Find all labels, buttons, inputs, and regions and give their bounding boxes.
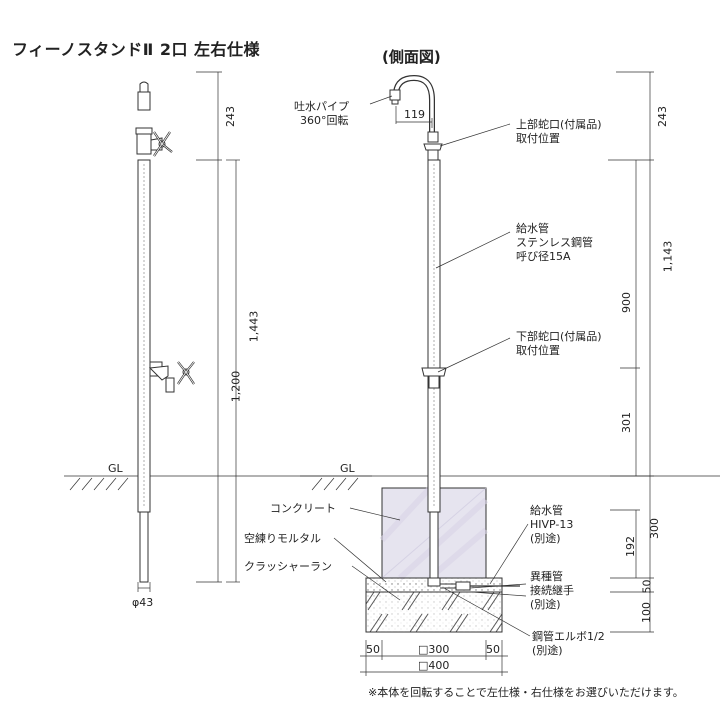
concrete-label: コンクリート (270, 502, 336, 515)
side-view (300, 71, 720, 676)
front-dim-243: 243 (224, 106, 237, 127)
side-dim-243: 243 (656, 106, 669, 127)
soil-hatch-right (311, 477, 359, 491)
leader-hivp (489, 523, 529, 585)
side-dim-900: 900 (620, 292, 633, 313)
supply-pipe-label-2: ステンレス鋼管 (516, 236, 593, 249)
leader-crusher (351, 565, 401, 601)
leader-supply-pipe (435, 231, 511, 269)
leader-spout (369, 95, 393, 105)
leader-mortar (333, 537, 387, 583)
front-dim-1443: 1,443 (247, 310, 261, 343)
lower-tap-label-1: 下部蛇口(付属品) (516, 330, 602, 343)
front-top-cap (139, 81, 149, 93)
gl-label-right: GL (340, 462, 355, 475)
hivp-label-2: HIVP-13 (530, 518, 574, 531)
front-spout-base (137, 91, 151, 111)
upper-tap-label-2: 取付位置 (516, 132, 560, 145)
spout-label-1: 吐水パイプ (294, 100, 349, 113)
leader-elbow (443, 587, 531, 637)
elbow-fitting (427, 577, 441, 587)
crusher-run-label: クラッシャーラン (244, 560, 332, 573)
rotation-note: ※本体を回転することで左仕様・右仕様をお選びいただけます。 (368, 686, 684, 699)
leader-concrete (349, 507, 401, 521)
width-dim-300: □300 (418, 643, 450, 656)
front-view (64, 71, 372, 592)
supply-pipe-label-1: 給水管 (516, 222, 549, 235)
lower-tap-label-2: 取付位置 (516, 344, 560, 357)
side-underground-pipe (429, 511, 439, 579)
leader-lower-tap (437, 337, 511, 373)
leader-upper-tap (439, 123, 511, 147)
page-title: フィーノスタンドⅡ 2口 左右仕様 (12, 40, 261, 59)
side-view-title: (側面図) (382, 48, 441, 66)
supply-pipe-label-3: 呼び径15A (516, 250, 571, 263)
width-dim-400: □400 (418, 659, 450, 672)
side-dim-300: 300 (648, 518, 661, 539)
side-dim-100: 100 (640, 602, 653, 623)
spout-label-2: 360°回転 (300, 114, 349, 127)
front-underground-pipe (139, 511, 149, 583)
side-dim-119: 119 (404, 108, 425, 121)
hivp-label-3: (別途) (530, 532, 561, 545)
width-dim-50-right: 50 (486, 643, 500, 656)
hivp-label-1: 給水管 (530, 504, 563, 517)
elbow-label-1: 鋼管エルボ1/2 (532, 630, 605, 643)
elbow-label-2: (別途) (532, 644, 563, 657)
front-dim-1200: 1,200 (229, 370, 243, 403)
side-spout-nozzle (389, 89, 401, 101)
joint-fitting (455, 581, 471, 591)
side-lower-tap (421, 367, 447, 377)
side-dim-301: 301 (620, 412, 633, 433)
side-dim-192: 192 (624, 536, 637, 557)
mortar-label: 空練りモルタル (244, 532, 321, 545)
leader-joint (469, 583, 527, 589)
front-upper-tap-body (136, 133, 152, 155)
side-upper-tap (423, 143, 443, 151)
side-spout-pipe (393, 74, 435, 132)
joint-label-3: (別途) (530, 598, 561, 611)
joint-label-2: 接続継手 (530, 584, 574, 597)
soil-hatch-left (69, 477, 129, 491)
side-dim-50: 50 (640, 579, 654, 594)
gl-label-left: GL (108, 462, 123, 475)
joint-label-1: 異種管 (530, 570, 563, 583)
width-dim-50-left: 50 (366, 643, 380, 656)
upper-tap-label-1: 上部蛇口(付属品) (516, 118, 602, 131)
side-dim-1143: 1,143 (661, 240, 675, 273)
front-dim-diameter: φ43 (132, 596, 154, 609)
